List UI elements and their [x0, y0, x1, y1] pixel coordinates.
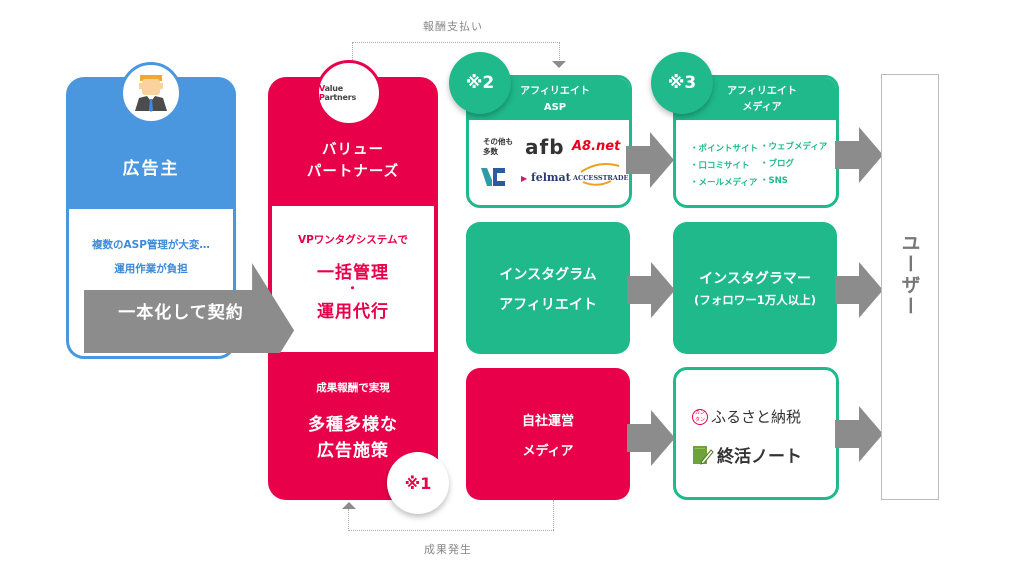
- vp-reward-headline: 多種多様な: [308, 415, 398, 435]
- instagrammer-label: インスタグラマー: [699, 271, 811, 287]
- instagram-affiliate-card: インスタグラム アフィリエイト: [466, 222, 630, 354]
- accesstrade-swoosh-icon: [580, 163, 620, 186]
- media-item: ・SNS: [760, 176, 788, 186]
- result-flow-arrowhead: [342, 502, 356, 509]
- advertiser-pain-line: 運用作業が負担: [114, 263, 188, 275]
- vp-system-panel: [272, 206, 434, 352]
- arrow-insta-to-instagrammer: [627, 262, 675, 318]
- felmat-logo: ▶ felmat: [521, 171, 571, 184]
- instagram-affiliate-label: アフィリエイト: [499, 297, 597, 313]
- affiliate-media-title: アフィリエイト メディア: [727, 86, 797, 113]
- affiliate-asp-title: アフィリエイト ASP: [520, 86, 590, 113]
- value-partners-name: バリュー パートナーズ: [306, 142, 400, 180]
- instagram-affiliate-label: インスタグラム: [499, 267, 597, 283]
- vp-system-label: VPワンタグシステムで: [297, 234, 408, 246]
- payment-flow-line-left: [352, 42, 353, 64]
- furusato-label: ふるさと納税: [711, 408, 802, 426]
- note-badge-1: ※1: [387, 452, 449, 514]
- user-label: ユーザー: [898, 233, 921, 317]
- arrow-asp-to-media: [626, 132, 674, 188]
- payment-flow-label: 報酬支払い: [423, 20, 483, 33]
- value-partners-logo-text: Value Partners: [319, 84, 357, 102]
- value-partners-logo: Value Partners: [316, 60, 382, 126]
- contract-label: 一本化して契約: [118, 303, 244, 323]
- result-flow-label: 成果発生: [424, 543, 472, 556]
- media-item: ・メールメディア: [690, 178, 758, 188]
- instagrammer-followers: (フォロワー1万人以上): [693, 293, 816, 307]
- arrow-sites-to-user: [835, 406, 883, 462]
- media-item: ・ポイントサイト: [690, 144, 759, 154]
- instagrammer-card: インスタグラマー (フォロワー1万人以上): [673, 222, 837, 354]
- play-icon: ▶: [521, 173, 528, 183]
- shukatsu-site: 終活ノート: [692, 442, 802, 467]
- arrow-instagrammer-to-user: [835, 262, 883, 318]
- shukatsu-label: 終活ノート: [717, 447, 802, 467]
- vp-reward-label: 成果報酬で実現: [316, 382, 390, 394]
- valuecommerce-logo: [481, 168, 505, 186]
- advertiser-avatar: [120, 62, 182, 124]
- contract-arrow: [84, 263, 295, 353]
- note-badge-3: ※3: [651, 52, 713, 114]
- affiliate-media-card: アフィリエイト メディア ・ポイントサイト ・ウェブメディア ・口コミサイト ・…: [673, 75, 839, 208]
- afb-logo: afb: [525, 135, 565, 159]
- advertiser-pain-line: 複数のASP管理が大変…: [92, 239, 210, 251]
- user-box: [881, 74, 939, 500]
- vp-system-headline: 運用代行: [317, 302, 389, 322]
- media-item: ・ブログ: [760, 159, 795, 169]
- accesstrade-logo: ACCESSTRADE: [573, 174, 629, 182]
- arrow-media-to-user: [835, 127, 883, 183]
- vp-reward-headline: 広告施策: [317, 441, 389, 461]
- payment-flow-line-top: [352, 42, 560, 43]
- arrow-own-to-sites: [627, 410, 675, 466]
- advertiser-title: 広告主: [122, 159, 180, 179]
- note-pencil-icon: [693, 445, 714, 465]
- payment-flow-arrowhead: [552, 61, 566, 68]
- vp-system-headline: 一括管理: [317, 263, 389, 283]
- own-media-label: 自社運営: [521, 414, 574, 429]
- furusato-site: カンタン ふるさと納税: [692, 406, 801, 427]
- note-badge-2: ※2: [449, 52, 511, 114]
- own-media-card: 自社運営 メディア: [466, 368, 630, 500]
- payment-flow-line-right: [559, 42, 560, 62]
- vp-system-headline-dot: ・: [346, 281, 360, 295]
- media-item: ・ウェブメディア: [760, 142, 828, 152]
- others-many-label: その他も 多数: [483, 137, 513, 156]
- kantan-icon: カンタン: [692, 408, 708, 425]
- businessman-icon: [135, 75, 167, 112]
- a8net-logo: A8.net: [572, 139, 621, 154]
- media-item: ・口コミサイト: [690, 161, 750, 171]
- result-flow-line-right: [553, 500, 554, 530]
- own-media-sites-card: カンタン ふるさと納税 終活ノート: [673, 367, 839, 500]
- result-flow-line-bottom: [348, 530, 554, 531]
- own-media-label: メディア: [522, 444, 574, 459]
- result-flow-line-left: [348, 509, 349, 531]
